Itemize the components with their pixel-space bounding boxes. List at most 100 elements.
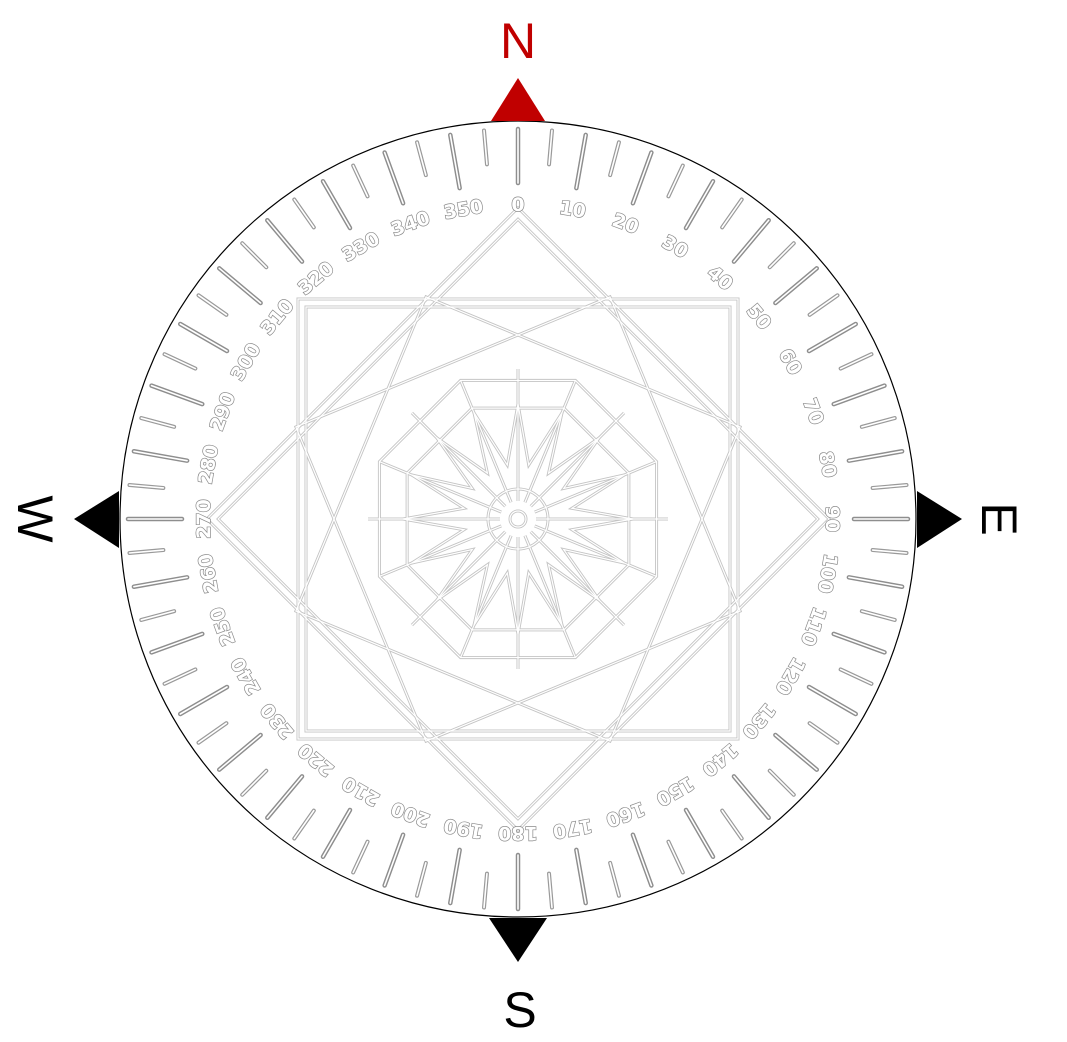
degree-tick-highlight — [483, 872, 488, 909]
degree-tick-highlight — [733, 775, 770, 819]
degree-tick-highlight — [140, 610, 175, 621]
degree-tick-highlight — [293, 809, 315, 840]
ornament-line — [411, 412, 506, 507]
degree-tick-highlight — [266, 219, 303, 263]
degree-tick-highlight — [150, 633, 204, 654]
degree-tick-highlight — [685, 180, 714, 229]
south-label: S — [503, 982, 536, 1038]
degree-tick-highlight — [632, 151, 653, 205]
degree-ticks — [125, 126, 911, 912]
degree-tick-highlight — [322, 180, 351, 229]
ornament-line — [460, 380, 512, 503]
ornament-shape — [297, 298, 739, 740]
degree-tick-highlight — [128, 549, 165, 554]
degree-tick-highlight — [832, 384, 886, 405]
ornament-line — [534, 461, 657, 513]
ornament-shape — [295, 296, 741, 742]
degree-label: 80 — [814, 450, 840, 480]
degree-tick-highlight — [768, 769, 795, 796]
ornament-line — [530, 412, 625, 507]
compass-dial-ring — [119, 120, 917, 918]
degree-tick-highlight — [352, 840, 369, 874]
degree-tick-highlight — [733, 219, 770, 263]
degree-tick-highlight — [322, 809, 351, 858]
degree-tick-highlight — [352, 164, 369, 198]
degree-tick-highlight — [416, 862, 427, 897]
degree-tick-highlight — [150, 384, 204, 405]
degree-tick-highlight — [667, 164, 684, 198]
degree-tick-highlight — [241, 242, 268, 269]
degree-tick-highlight — [197, 294, 228, 316]
east-marker-icon — [917, 491, 962, 548]
degree-tick-highlight — [449, 849, 461, 904]
degree-tick-highlight — [179, 686, 228, 715]
degree-tick-highlight — [218, 267, 262, 304]
degree-tick-highlight — [861, 417, 896, 428]
degree-tick-highlight — [383, 833, 404, 887]
degree-tick-highlight — [839, 353, 873, 370]
degree-tick-highlight — [548, 129, 553, 166]
degree-tick-highlight — [266, 775, 303, 819]
ornament-line — [460, 535, 512, 658]
degree-tick-highlight — [871, 549, 908, 554]
degree-tick-highlight — [774, 734, 818, 771]
west-label: W — [7, 495, 63, 543]
degree-tick-highlight — [848, 576, 903, 588]
ornament-line — [379, 461, 502, 513]
degree-label: 0 — [511, 194, 524, 216]
degree-tick-highlight — [609, 141, 620, 176]
ornament-line — [411, 531, 506, 626]
degree-tick-highlight — [721, 809, 743, 840]
degree-tick-highlight — [179, 323, 228, 352]
degree-tick-highlight — [128, 484, 165, 489]
degree-tick-highlight — [383, 151, 404, 205]
degree-tick-highlight — [832, 633, 886, 654]
degree-tick-highlight — [721, 198, 743, 229]
ornament-shape — [206, 207, 830, 831]
degree-tick-highlight — [808, 323, 857, 352]
degree-tick-highlight — [163, 353, 197, 370]
degree-label: 180 — [498, 822, 538, 844]
degree-tick-highlight — [632, 833, 653, 887]
ornament-line — [524, 535, 576, 658]
degree-tick-highlight — [808, 686, 857, 715]
degree-tick-highlight — [839, 668, 873, 685]
degree-tick-highlight — [197, 722, 228, 744]
geometric-ornament — [204, 205, 832, 833]
degree-tick-highlight — [685, 809, 714, 858]
degree-tick-highlight — [575, 849, 587, 904]
degree-tick-highlight — [241, 769, 268, 796]
degree-tick-highlight — [848, 450, 903, 462]
degree-tick-highlight — [609, 862, 620, 897]
degree-tick-highlight — [483, 129, 488, 166]
degree-tick-highlight — [667, 840, 684, 874]
ornament-line — [524, 380, 576, 503]
ornament-line — [379, 525, 502, 577]
degree-tick-highlight — [808, 722, 839, 744]
degree-tick-highlight — [218, 734, 262, 771]
west-marker-icon — [74, 491, 119, 548]
degree-tick-highlight — [133, 450, 188, 462]
south-marker-icon — [489, 918, 547, 962]
north-marker-icon — [491, 78, 545, 121]
degree-label: 10 — [558, 197, 588, 223]
ornament-shape — [305, 306, 731, 732]
degree-tick-highlight — [548, 872, 553, 909]
degree-tick-highlight — [416, 141, 427, 176]
ornament-line — [534, 525, 657, 577]
ornament-circle — [509, 510, 527, 528]
degree-tick-highlight — [449, 134, 461, 189]
degree-label: 270 — [193, 499, 215, 539]
degree-label: 90 — [821, 506, 843, 532]
north-label: N — [500, 13, 536, 69]
ornament-circle — [487, 488, 549, 550]
east-label: E — [971, 502, 1027, 535]
degree-tick-highlight — [163, 668, 197, 685]
degree-tick-highlight — [774, 267, 818, 304]
ornament-shape — [295, 296, 741, 742]
degree-tick-highlight — [293, 198, 315, 229]
degree-tick-highlight — [871, 484, 908, 489]
degree-tick-highlight — [861, 610, 896, 621]
degree-tick-highlight — [768, 242, 795, 269]
